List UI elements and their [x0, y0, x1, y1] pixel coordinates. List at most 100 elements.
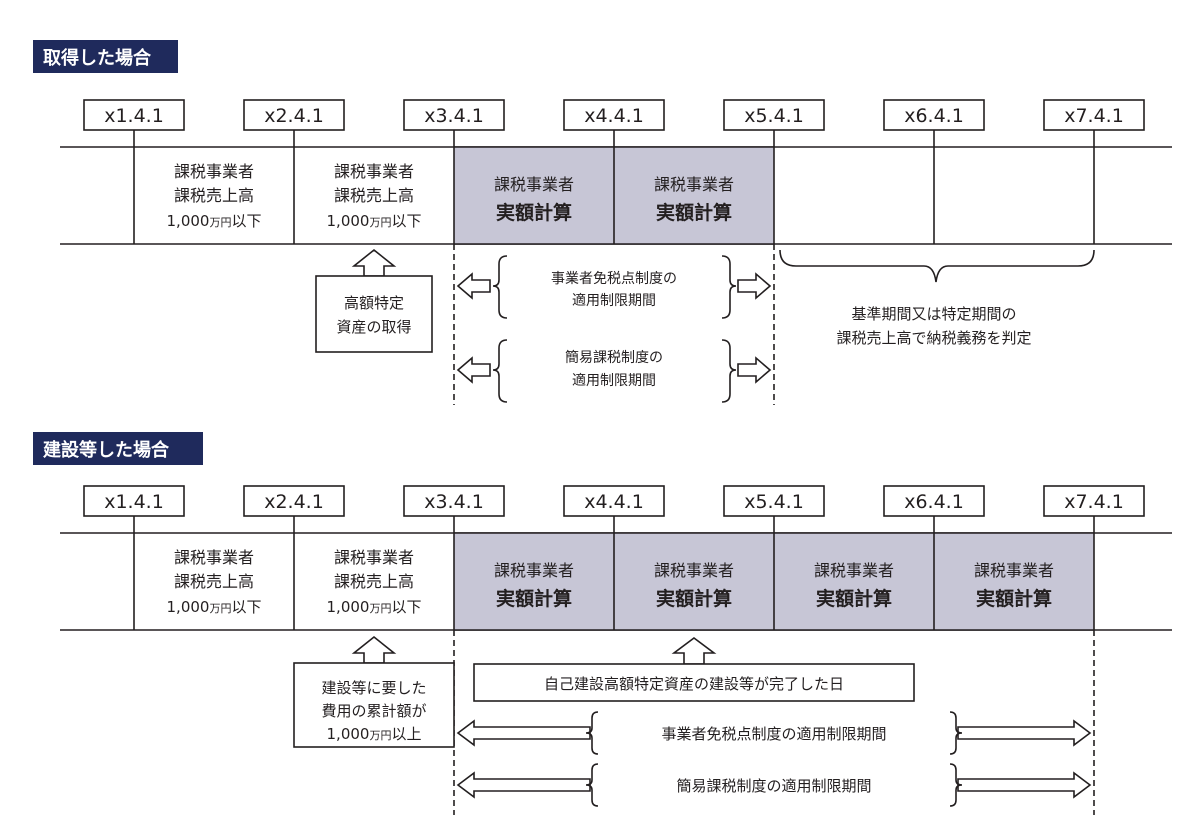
cell-label: 課税事業者	[814, 561, 894, 580]
cell-label: 課税事業者	[974, 561, 1054, 580]
section2-date-6: x6.4.1	[904, 491, 964, 513]
up-arrow-icon	[351, 635, 397, 664]
left-arrow-icon	[456, 719, 591, 747]
cell-label-bold: 実額計算	[496, 587, 572, 610]
section1-header-bg	[33, 40, 178, 73]
section2-cell-2: 課税事業者 課税売上高 1,000万円以下	[327, 548, 422, 616]
section1-ticks	[133, 130, 1095, 244]
section2-shade-5	[774, 533, 934, 630]
section2-date-4: x4.4.1	[584, 491, 644, 513]
section2-ticks	[133, 516, 1095, 630]
right-arrow-icon	[737, 272, 772, 300]
cost-box-line1: 建設等に要した	[321, 679, 426, 697]
judgement-line1: 基準期間又は特定期間の	[851, 305, 1016, 323]
period1-line1: 事業者免税点制度の	[551, 271, 677, 287]
section2-date-box-6	[883, 485, 985, 517]
judgement-brace-icon	[779, 249, 1095, 283]
cell-label: 課税事業者	[654, 561, 734, 580]
section2-date-boxes: x1.4.1 x2.4.1 x3.4.1 x4.4.1 x5.4.1 x6.4.…	[83, 485, 1145, 517]
cell-label: 課税事業者	[334, 162, 414, 181]
section1-cell-3: 課税事業者 実額計算	[494, 175, 574, 224]
cell-label: 課税売上高	[174, 186, 254, 205]
section2-date-3: x3.4.1	[424, 491, 484, 513]
left-arrow-icon	[456, 356, 491, 384]
period2-label: 簡易課税制度の適用制限期間	[676, 777, 871, 795]
section1-date-1: x1.4.1	[104, 105, 164, 127]
section1-date-3: x3.4.1	[424, 105, 484, 127]
section1-date-box-4	[563, 99, 665, 131]
section2-cell-4: 課税事業者 実額計算	[654, 561, 734, 610]
cell-threshold: 1,000万円以下	[327, 598, 422, 616]
section2-cell-3: 課税事業者 実額計算	[494, 561, 574, 610]
section-acquired: 取得した場合 x1.4.1 x2.4.1 x3.4.1 x4	[33, 40, 1172, 405]
section2-date-2: x2.4.1	[264, 491, 324, 513]
section1-date-6: x6.4.1	[904, 105, 964, 127]
section1-date-box-6	[883, 99, 985, 131]
cell-label: 課税事業者	[174, 162, 254, 181]
period2-line2: 適用制限期間	[572, 372, 656, 389]
cell-label-bold: 実額計算	[656, 201, 732, 224]
section2-date-1: x1.4.1	[104, 491, 164, 513]
right-brace-icon	[949, 763, 963, 807]
section2-date-7: x7.4.1	[1064, 491, 1124, 513]
period2-line1: 簡易課税制度の	[565, 350, 663, 366]
period1-line2: 適用制限期間	[572, 292, 656, 309]
cell-label: 課税事業者	[654, 175, 734, 194]
section1-date-5: x5.4.1	[744, 105, 804, 127]
section2-date-box-5	[723, 485, 825, 517]
section1-date-box-5	[723, 99, 825, 131]
acquire-box	[315, 275, 433, 353]
up-arrow-icon	[351, 248, 397, 277]
left-brace-icon	[585, 763, 599, 807]
section2-header: 建設等した場合	[43, 439, 170, 461]
section2-shade-3	[454, 533, 614, 630]
cell-label-bold: 実額計算	[656, 587, 732, 610]
left-arrow-icon	[456, 272, 491, 300]
right-arrow-icon	[957, 719, 1092, 747]
cell-label: 課税事業者	[174, 548, 254, 567]
acquire-box-line2: 資産の取得	[336, 318, 411, 336]
completion-label: 自己建設高額特定資産の建設等が完了した日	[544, 675, 844, 693]
right-brace-icon	[721, 255, 737, 319]
cell-label: 課税事業者	[494, 175, 574, 194]
section1-cell-2: 課税事業者 課税売上高 1,000万円以下	[327, 162, 422, 230]
cell-label-bold: 実額計算	[496, 201, 572, 224]
left-brace-icon	[492, 255, 508, 319]
section2-cell-6: 課税事業者 実額計算	[974, 561, 1054, 610]
right-arrow-icon	[957, 771, 1092, 799]
cell-label: 課税売上高	[174, 572, 254, 591]
cell-threshold: 1,000万円以下	[327, 212, 422, 230]
right-brace-icon	[949, 711, 963, 755]
section2-cell-1: 課税事業者 課税売上高 1,000万円以下	[167, 548, 262, 616]
section1-date-box-2	[243, 99, 345, 131]
section2-shade-6	[934, 533, 1094, 630]
cell-label: 課税事業者	[334, 548, 414, 567]
section1-header: 取得した場合	[43, 47, 152, 69]
section1-date-7: x7.4.1	[1064, 105, 1124, 127]
left-brace-icon	[492, 339, 508, 403]
left-brace-icon	[585, 711, 599, 755]
acquire-box-line1: 高額特定	[344, 294, 404, 312]
section1-date-boxes: x1.4.1 x2.4.1 x3.4.1 x4.4.1 x5.4.1 x6.4.…	[83, 99, 1145, 131]
section2-date-box-4	[563, 485, 665, 517]
cell-label: 課税売上高	[334, 186, 414, 205]
section2-date-box-7	[1043, 485, 1145, 517]
cell-threshold: 1,000万円以下	[167, 598, 262, 616]
cost-box-line3: 1,000万円以上	[327, 725, 422, 743]
cell-label-bold: 実額計算	[816, 587, 892, 610]
cell-label: 課税事業者	[494, 561, 574, 580]
section1-cell-1: 課税事業者 課税売上高 1,000万円以下	[167, 162, 262, 230]
cell-label-bold: 実額計算	[976, 587, 1052, 610]
section1-date-4: x4.4.1	[584, 105, 644, 127]
up-arrow-icon	[671, 637, 717, 665]
cost-box	[293, 662, 455, 748]
judgement-line2: 課税売上高で納税義務を判定	[836, 329, 1031, 347]
left-arrow-icon	[456, 771, 591, 799]
section2-date-box-1	[83, 485, 185, 517]
section2-cell-5: 課税事業者 実額計算	[814, 561, 894, 610]
section2-shade-4	[614, 533, 774, 630]
right-brace-icon	[721, 339, 737, 403]
section2-date-box-2	[243, 485, 345, 517]
section1-shade-4	[614, 147, 774, 244]
